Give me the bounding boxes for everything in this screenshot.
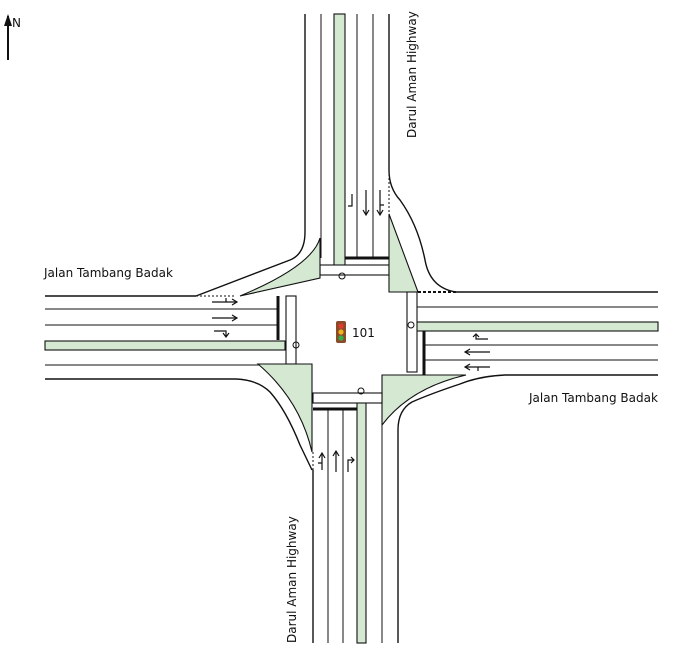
- east-arrow-through: [463, 348, 490, 356]
- detector-loop-west: [292, 341, 300, 349]
- signal-green-lamp: [338, 335, 344, 341]
- north-west-island: [239, 237, 321, 297]
- north-arrow-through-right: [376, 190, 384, 217]
- south-crosswalk: [312, 392, 383, 404]
- node-id-label: 101: [352, 326, 375, 340]
- east-median: [415, 321, 659, 332]
- north-crosswalk: [319, 264, 390, 276]
- west-road-label: Jalan Tambang Badak: [43, 266, 173, 280]
- detector-loop-north: [338, 272, 346, 280]
- detector-loop-east: [407, 321, 415, 329]
- detector-loop-south: [357, 387, 365, 395]
- east-road-label: Jalan Tambang Badak: [528, 391, 658, 405]
- north-arrow-through: [362, 190, 370, 217]
- north-arrow-left: [348, 194, 353, 207]
- north-east-island: [388, 213, 419, 293]
- east-arrow-through-right: [463, 363, 490, 371]
- south-road-label: Darul Aman Highway: [285, 516, 299, 643]
- west-arrow-right: [214, 330, 230, 338]
- south-east-island: [381, 374, 467, 427]
- east-road-south-edge: [397, 374, 658, 643]
- north-road-west-edge: [195, 14, 306, 297]
- north-approach: Darul Aman Highway: [195, 11, 457, 297]
- south-arrow-right: [347, 456, 355, 472]
- west-arrow-through: [212, 314, 239, 322]
- east-approach: Jalan Tambang Badak: [381, 291, 659, 643]
- north-label: N: [12, 16, 21, 30]
- north-arrow-head: [4, 14, 12, 26]
- south-median: [356, 401, 367, 644]
- west-median: [44, 340, 286, 351]
- west-approach: Jalan Tambang Badak: [43, 266, 313, 471]
- north-road-label: Darul Aman Highway: [405, 11, 419, 138]
- north-median: [333, 13, 346, 267]
- north-arrow: N: [4, 14, 21, 60]
- south-arrow-through: [332, 449, 340, 472]
- west-road-south-edge: [45, 378, 313, 471]
- west-arrow-through-left: [212, 298, 239, 306]
- south-west-island: [256, 363, 313, 453]
- east-crosswalk: [406, 291, 418, 373]
- signal-red-lamp: [338, 323, 344, 329]
- west-crosswalk: [285, 295, 297, 365]
- signal-node: 101: [336, 321, 375, 343]
- signal-amber-lamp: [338, 329, 344, 335]
- south-arrow-through-left: [318, 451, 326, 470]
- south-approach: Darul Aman Highway: [285, 392, 383, 644]
- north-road-east-edge: [388, 14, 457, 293]
- east-arrow-left: [472, 333, 488, 340]
